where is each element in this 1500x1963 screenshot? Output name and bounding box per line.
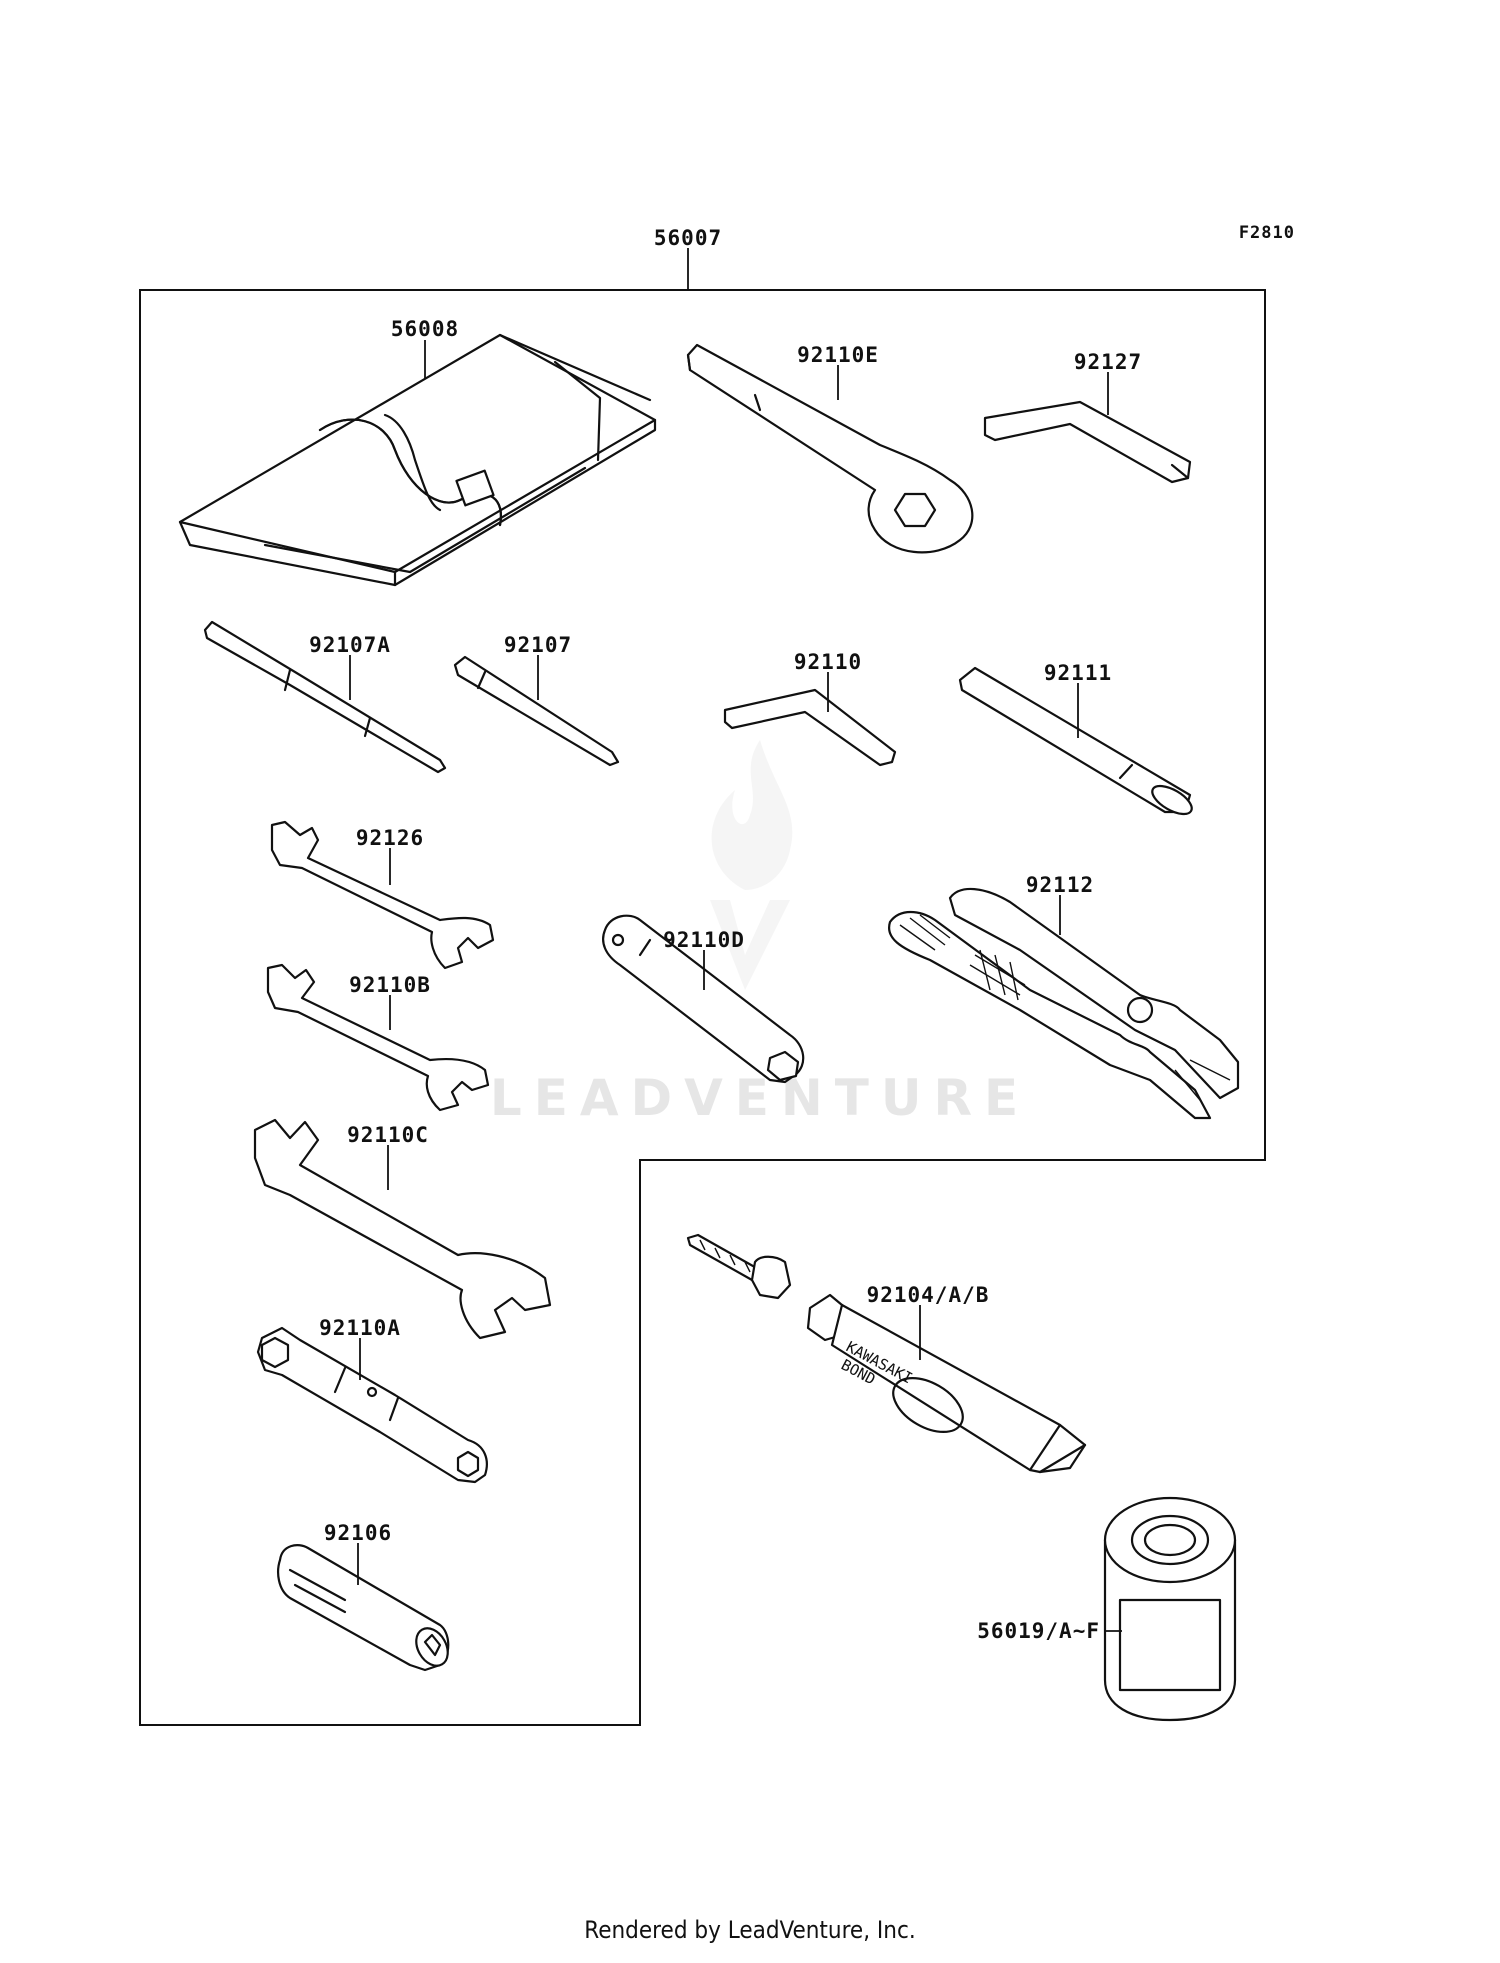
part-label-bond-tube: 92104/A/B — [867, 1283, 990, 1307]
screwdriver-drawing — [453, 655, 620, 767]
part-label-wrench-92126: 92126 — [356, 826, 424, 850]
toolkit-frame — [139, 289, 1266, 1726]
plug-wrench-92106-drawing — [277, 1544, 450, 1672]
part-label-screwdriver-a: 92107A — [309, 633, 391, 657]
screwdriver-a-drawing — [203, 620, 447, 774]
part-label-oil-filter: 56019/A~F — [977, 1619, 1100, 1643]
wrench-92110b-drawing — [266, 963, 490, 1112]
part-label-extension-bar: 92111 — [1044, 661, 1112, 685]
socket-92110d-drawing — [602, 914, 805, 1084]
oil-filter-drawing — [1103, 1496, 1237, 1722]
hex-wrench-large-drawing — [983, 400, 1192, 484]
bond-tube-drawing — [686, 1233, 1087, 1474]
socket-wrench-92110a-drawing — [256, 1326, 488, 1484]
part-label-toolkit: 56007 — [654, 226, 722, 250]
wrench-92126-drawing — [270, 820, 495, 970]
wrench-92110c-drawing — [253, 1118, 552, 1340]
extension-bar-drawing — [958, 666, 1193, 816]
tool-bag-drawing — [178, 333, 657, 587]
watermark-text: LEADVENTURE — [490, 1069, 1030, 1127]
part-label-socket-wrench-92110a: 92110A — [319, 1316, 401, 1340]
part-label-screwdriver: 92107 — [504, 633, 572, 657]
part-label-hex-wrench: 92110 — [794, 650, 862, 674]
pliers-drawing — [887, 887, 1240, 1120]
watermark-logo — [710, 740, 793, 990]
part-label-ring-wrench: 92110E — [797, 343, 879, 367]
part-label-socket-92110d: 92110D — [663, 928, 745, 952]
ring-wrench-drawing — [686, 343, 974, 554]
hex-wrench-drawing — [723, 688, 897, 767]
part-label-hex-wrench-large: 92127 — [1074, 350, 1142, 374]
footer-credit: Rendered by LeadVenture, Inc. — [584, 1916, 915, 1944]
part-label-wrench-92110b: 92110B — [349, 973, 431, 997]
part-label-plug-wrench-92106: 92106 — [324, 1521, 392, 1545]
part-label-wrench-92110c: 92110C — [347, 1123, 429, 1147]
part-label-tool-bag: 56008 — [391, 317, 459, 341]
diagram-code: F2810 — [1239, 223, 1295, 243]
part-label-pliers: 92112 — [1026, 873, 1094, 897]
